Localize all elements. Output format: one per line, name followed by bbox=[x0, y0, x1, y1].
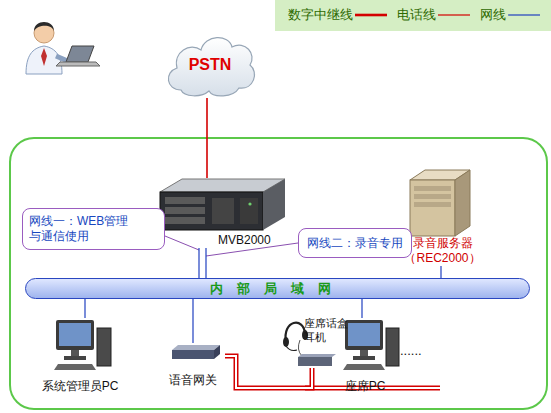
legend-text: 电话线 bbox=[397, 6, 436, 24]
node-label: 语音网关 bbox=[160, 373, 225, 388]
node-label: 网线二：录音专用 bbox=[307, 236, 411, 251]
continuation-mark: ...... bbox=[400, 343, 422, 358]
network-cable bbox=[206, 248, 207, 278]
lan-band: 内部局域网 bbox=[25, 278, 530, 299]
network-cable bbox=[441, 266, 442, 278]
connector-path bbox=[198, 248, 199, 278]
legend: 数字中继线 电话线 网线 bbox=[288, 6, 542, 24]
legend-item: 电话线 bbox=[397, 6, 472, 24]
node-label: 内部局域网 bbox=[26, 281, 529, 297]
node-label: PSTN bbox=[163, 55, 257, 74]
pc-station: 座席PC bbox=[335, 318, 395, 394]
legend-item: 数字中继线 bbox=[288, 6, 389, 24]
connector-path bbox=[440, 266, 441, 278]
node-label: MVB2000 bbox=[218, 233, 285, 248]
server-box: MVB2000 bbox=[160, 178, 285, 248]
legend-line-sample bbox=[353, 10, 389, 20]
legend-line-sample bbox=[436, 10, 472, 20]
node-label: 系统管理员PC bbox=[35, 379, 125, 394]
connector-path bbox=[361, 299, 362, 318]
connector-path bbox=[84, 299, 85, 318]
node-label: 座席PC bbox=[335, 379, 395, 394]
legend-text: 网线 bbox=[480, 6, 506, 24]
caller-figure bbox=[26, 22, 100, 74]
rack-server bbox=[160, 179, 285, 230]
headset-symbol bbox=[283, 323, 336, 366]
network-cable bbox=[85, 299, 86, 318]
legend-text: 数字中继线 bbox=[288, 6, 353, 24]
tower-server bbox=[410, 170, 470, 236]
connector-path bbox=[225, 356, 312, 388]
connector-path bbox=[206, 98, 208, 178]
legend-line-sample bbox=[506, 10, 542, 20]
headset-phone: 座席话盒 耳机 bbox=[282, 316, 352, 368]
pc-computer bbox=[343, 320, 399, 370]
leader-line bbox=[165, 236, 199, 250]
pc-computer bbox=[54, 320, 111, 370]
callout-box: 网线一：WEB管理 与通信使用 bbox=[22, 208, 165, 250]
legend-item: 网线 bbox=[480, 6, 542, 24]
callout-box: 网线二：录音专用 bbox=[298, 228, 412, 258]
gateway-box: 语音网关 bbox=[160, 343, 225, 388]
connector-path bbox=[192, 299, 193, 343]
network-cable bbox=[199, 248, 200, 278]
connector-path bbox=[205, 248, 206, 278]
node-label: 网线一：WEB管理 与通信使用 bbox=[29, 214, 164, 244]
connector-inner bbox=[225, 356, 312, 388]
phone-wire bbox=[225, 356, 312, 388]
network-cable bbox=[362, 299, 363, 318]
trunk-line bbox=[207, 98, 208, 178]
site-boundary bbox=[10, 138, 547, 409]
pstn-cloud: PSTN bbox=[163, 30, 257, 98]
node-label: 座席话盒 耳机 bbox=[304, 316, 352, 344]
gateway-device bbox=[172, 345, 220, 359]
network-cable bbox=[193, 299, 194, 343]
legend-background bbox=[275, 0, 551, 31]
pc-station: 系统管理员PC bbox=[35, 318, 125, 394]
